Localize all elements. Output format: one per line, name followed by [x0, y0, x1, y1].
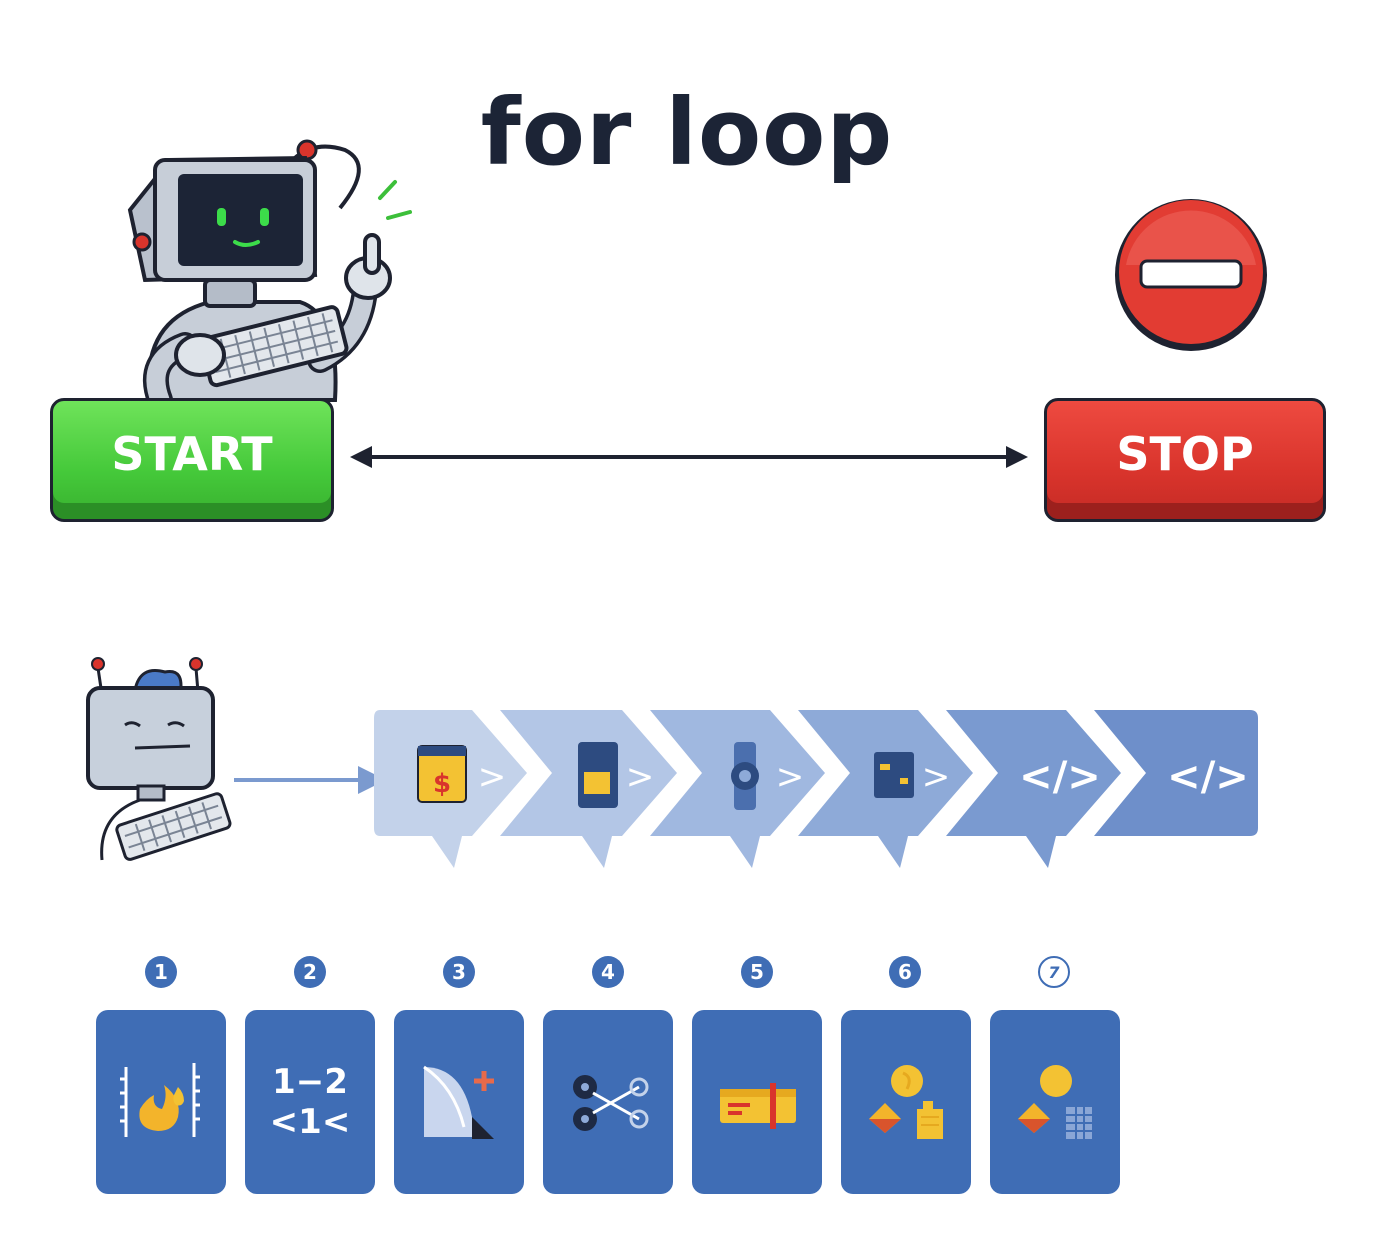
code-symbol-1: </> [1019, 754, 1101, 800]
stop-button[interactable]: STOP [1044, 398, 1326, 522]
phone-icon [578, 742, 618, 808]
gear-cluster-icon [731, 742, 759, 810]
double-arrow-connector [350, 446, 1028, 468]
step-card-1[interactable] [96, 1010, 226, 1194]
card-2-line-2: <1< [269, 1102, 351, 1142]
coin-building-icon [1018, 1065, 1092, 1139]
stop-sign-icon [1115, 199, 1267, 351]
dollar-calendar-icon: $ [417, 745, 467, 803]
scissors-node-icon [573, 1075, 649, 1131]
svg-text:$: $ [433, 769, 451, 799]
step-card-7[interactable] [990, 1010, 1120, 1194]
step-card-3[interactable] [394, 1010, 524, 1194]
flow-arrow [234, 766, 386, 794]
step-card-6[interactable] [841, 1010, 971, 1194]
step-number-1: 1 [145, 956, 177, 988]
step-number-7: 7 [1038, 956, 1070, 988]
toolbox-icon [720, 1083, 796, 1129]
diagram-title: for loop [480, 79, 894, 186]
start-button[interactable]: START [50, 398, 334, 522]
chevron-step-5 [946, 710, 1121, 868]
step-card-5[interactable] [692, 1010, 822, 1194]
step-number-2: 2 [294, 956, 326, 988]
chevron-step-6 [1094, 710, 1258, 836]
step-card-4[interactable] [543, 1010, 673, 1194]
arrow-marker-3: > [776, 757, 805, 797]
graph-plus-icon [423, 1065, 494, 1139]
card-2-line-1: 1−2 [272, 1062, 348, 1102]
coin-shapes-icon [869, 1065, 943, 1139]
robot-pointing-icon [127, 139, 412, 410]
step-number-6: 6 [889, 956, 921, 988]
step-number-5: 5 [741, 956, 773, 988]
robot-typing-icon [86, 657, 232, 861]
step-card-2[interactable]: 1−2 <1< [245, 1010, 375, 1194]
arrow-marker-4: > [922, 757, 951, 797]
step-number-3: 3 [443, 956, 475, 988]
step-number-4: 4 [592, 956, 624, 988]
flame-thermometer-icon [120, 1063, 200, 1137]
arrow-marker-1: > [478, 757, 507, 797]
arrow-marker-2: > [626, 757, 655, 797]
iteration-chevrons: $ > > > > </> </> [372, 708, 1262, 878]
code-symbol-2: </> [1167, 754, 1249, 800]
settings-panel-icon [874, 752, 914, 798]
